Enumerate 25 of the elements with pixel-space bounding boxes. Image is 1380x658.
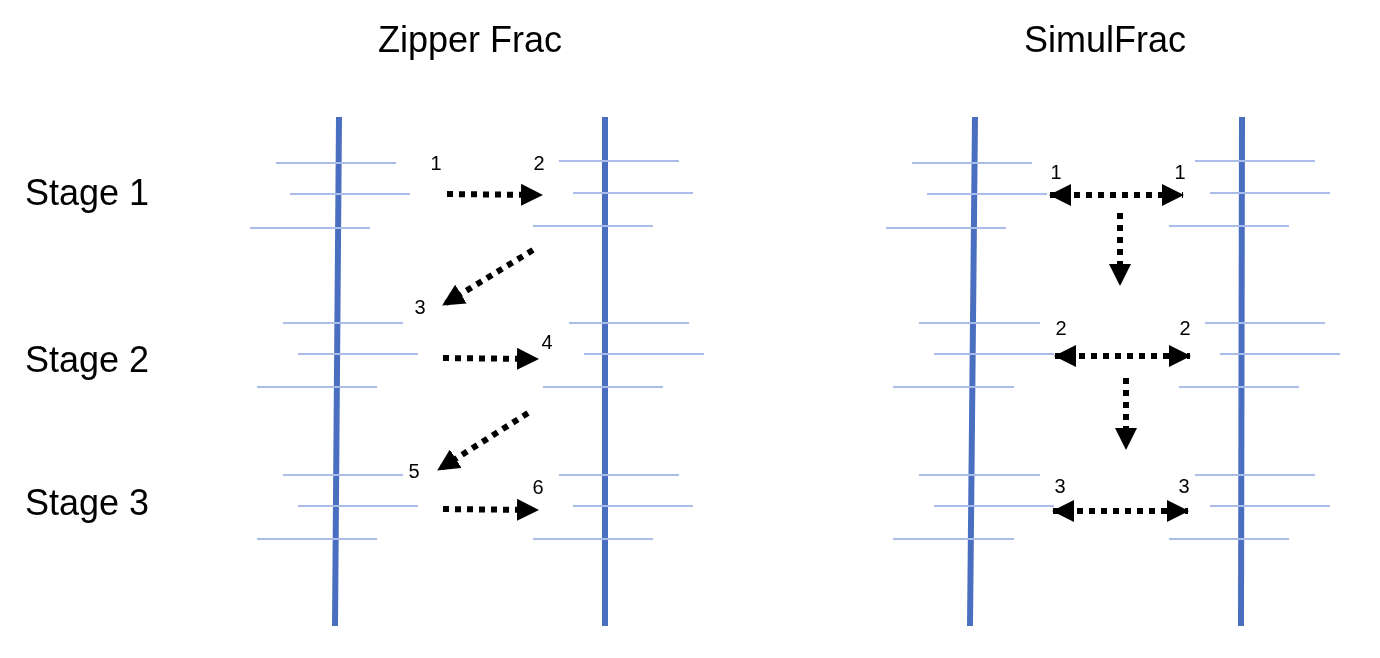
step-number: 1 — [1050, 162, 1062, 182]
step-number: 6 — [532, 477, 544, 497]
double-arrow — [1052, 500, 1189, 522]
arrow — [442, 347, 539, 370]
step-number: 2 — [1179, 318, 1191, 338]
arrow — [436, 410, 530, 473]
step-number: 2 — [1055, 318, 1067, 338]
arrow — [442, 498, 539, 521]
step-number: 3 — [1178, 476, 1190, 496]
step-number: 2 — [533, 153, 545, 173]
step-number: 3 — [414, 297, 426, 317]
double-arrow — [1049, 184, 1184, 206]
diagram-heading: SimulFrac — [1024, 22, 1186, 58]
diagram-heading: Zipper Frac — [378, 22, 562, 58]
step-number: 1 — [1174, 162, 1186, 182]
step-number: 3 — [1054, 476, 1066, 496]
step-number: 5 — [408, 461, 420, 481]
arrow — [441, 247, 535, 308]
stage-label: Stage 3 — [25, 485, 150, 521]
step-number: 1 — [430, 153, 442, 173]
arrow — [446, 183, 543, 206]
step-number: 4 — [541, 332, 553, 352]
double-arrow — [1054, 345, 1191, 367]
stage-label: Stage 1 — [25, 175, 150, 211]
stage-label: Stage 2 — [25, 342, 150, 378]
